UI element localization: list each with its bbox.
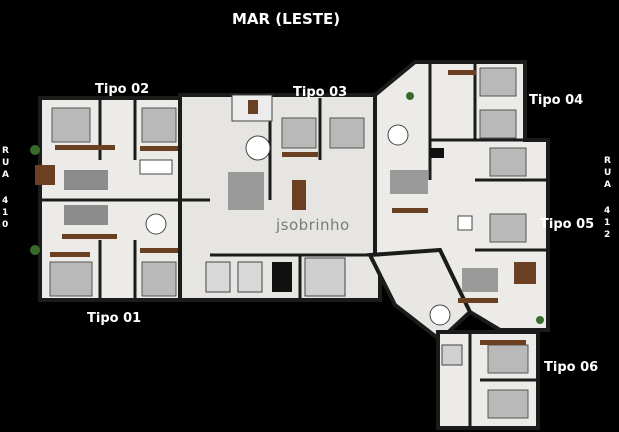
building-outline xyxy=(38,60,550,430)
unit-label-tipo01: Tipo 01 xyxy=(87,311,142,326)
watermark-logo: jsobrinho xyxy=(276,216,350,234)
furniture xyxy=(30,67,544,419)
unit-label-tipo05: Tipo 05 xyxy=(540,217,595,232)
unit-label-tipo06: Tipo 06 xyxy=(544,360,599,375)
street-right-word: RUA xyxy=(604,156,612,190)
sea-direction-title: MAR (LESTE) xyxy=(232,10,341,28)
street-left-number: 410 xyxy=(2,196,9,230)
unit-label-tipo02: Tipo 02 xyxy=(95,82,150,97)
unit-label-tipo04: Tipo 04 xyxy=(529,93,584,108)
street-right-number: 412 xyxy=(604,206,611,240)
unit-label-tipo03: Tipo 03 xyxy=(293,85,348,100)
street-left-word: RUA xyxy=(2,146,10,180)
